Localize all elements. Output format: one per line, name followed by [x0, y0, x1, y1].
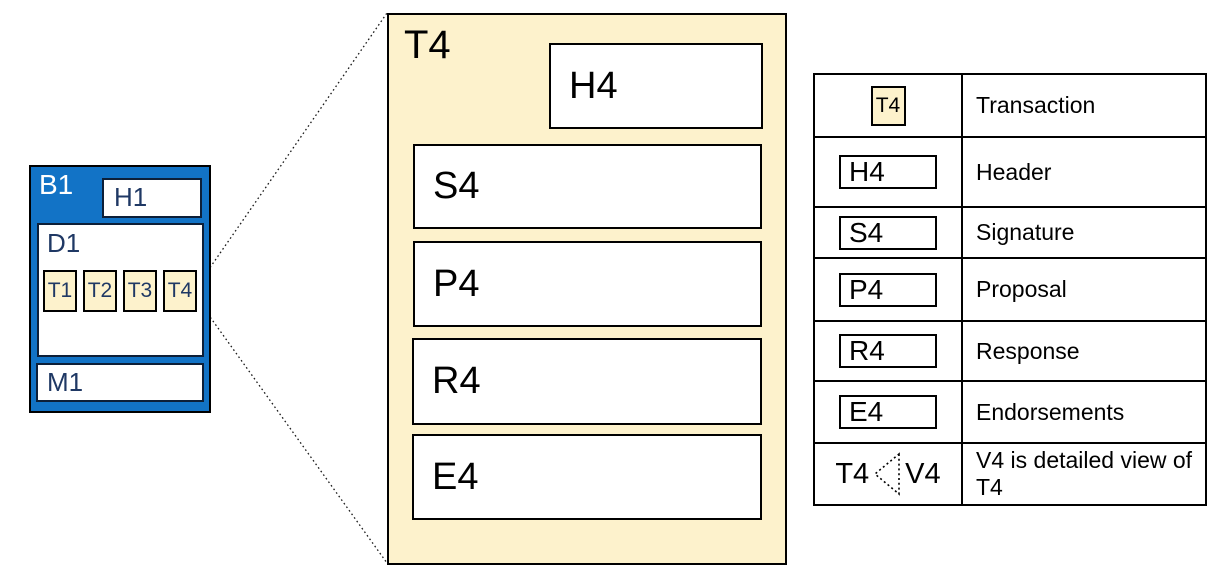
legend-symbol-cell: E4 [815, 382, 963, 442]
legend-proposal-box-label: P4 [849, 273, 884, 305]
legend-description: Signature [976, 219, 1075, 245]
detail-panel-title: T4 [404, 23, 451, 67]
legend-row-signature: S4 Signature [815, 208, 1205, 259]
legend-row-response: R4 Response [815, 322, 1205, 382]
legend-row-proposal: P4 Proposal [815, 259, 1205, 322]
legend-header-box-label: H4 [849, 156, 885, 187]
connector-line-top [199, 12, 388, 283]
detail-proposal-box: P4 [413, 241, 762, 327]
view-marker-source-label: T4 [835, 457, 870, 490]
legend-description: Endorsements [976, 398, 1125, 425]
transaction-chip-t3: T3 [123, 270, 157, 312]
legend-symbol-cell: H4 [815, 138, 963, 206]
legend-row-endorsements: E4 Endorsements [815, 382, 1205, 444]
legend-description-cell: Proposal [963, 259, 1205, 320]
transaction-chip-t2-label: T2 [87, 279, 113, 302]
block-header-box: H1 [102, 178, 202, 218]
legend-row-detailed-view: T4 V4 V4 is detailed view of T4 [815, 444, 1205, 504]
legend-symbol-cell: R4 [815, 322, 963, 380]
legend-row-transaction: T4 Transaction [815, 75, 1205, 138]
block-metadata-box: M1 [36, 363, 204, 402]
legend-header-box: H4 [839, 155, 937, 189]
detail-response-label: R4 [432, 360, 481, 402]
legend-description: Proposal [976, 276, 1067, 302]
block-b1-label: B1 [39, 169, 74, 200]
legend-row-header: H4 Header [815, 138, 1205, 208]
legend-signature-box: S4 [839, 215, 937, 250]
transaction-chip-t1: T1 [43, 270, 77, 312]
detail-endorsements-label: E4 [432, 455, 479, 498]
legend-response-box-label: R4 [849, 335, 885, 366]
legend-proposal-box: P4 [839, 272, 937, 307]
transaction-chip-t4-label: T4 [167, 279, 193, 302]
legend-description-cell: V4 is detailed view of T4 [963, 444, 1205, 504]
detail-proposal-label: P4 [433, 262, 480, 305]
legend-response-box: R4 [839, 334, 937, 368]
legend-description-cell: Signature [963, 208, 1205, 257]
transaction-chip-t2: T2 [83, 270, 117, 312]
legend-description: Response [976, 337, 1080, 364]
legend-description-cell: Response [963, 322, 1205, 380]
block-data-box: D1 T1 T2 T3 T4 [37, 223, 204, 357]
legend-endorsements-box: E4 [839, 395, 937, 429]
block-b1: B1 H1 D1 T1 T2 T3 T4 M1 [29, 165, 211, 413]
legend-symbol-cell: T4 [815, 75, 963, 136]
legend-signature-box-label: S4 [849, 216, 884, 248]
detailed-view-marker: T4 V4 [835, 451, 941, 497]
legend-symbol-cell: T4 V4 [815, 444, 963, 504]
legend-description: Header [976, 158, 1052, 185]
legend-symbol-cell: P4 [815, 259, 963, 320]
legend-transaction-chip-label: T4 [875, 93, 901, 117]
transaction-chip-t1-label: T1 [47, 279, 73, 302]
transaction-chip-t4: T4 [163, 270, 197, 312]
legend-description-cell: Header [963, 138, 1205, 206]
detail-signature-label: S4 [433, 165, 480, 207]
legend-description-cell: Endorsements [963, 382, 1205, 442]
block-header-label: H1 [114, 182, 148, 212]
transaction-chip-t3-label: T3 [127, 279, 153, 302]
legend-description: Transaction [976, 92, 1096, 118]
view-marker-target-label: V4 [905, 457, 941, 490]
legend-endorsements-box-label: E4 [849, 396, 884, 427]
dotted-triangle-icon [873, 452, 900, 496]
block-metadata-label: M1 [47, 367, 84, 397]
detail-endorsements-box: E4 [412, 434, 762, 520]
connector-line-bottom [199, 302, 388, 564]
detail-response-box: R4 [412, 338, 762, 425]
legend-description: V4 is detailed view of T4 [976, 447, 1205, 500]
legend-symbol-cell: S4 [815, 208, 963, 257]
legend-transaction-chip: T4 [870, 85, 906, 126]
detail-header-box: H4 [549, 43, 763, 129]
detail-header-label: H4 [569, 64, 618, 107]
legend-description-cell: Transaction [963, 75, 1205, 136]
transaction-detail-panel: T4 H4 S4 P4 R4 E4 [387, 13, 787, 565]
block-data-label: D1 [47, 228, 81, 258]
detail-signature-box: S4 [413, 144, 762, 229]
legend-table: T4 Transaction H4 Header S4 [813, 73, 1207, 506]
